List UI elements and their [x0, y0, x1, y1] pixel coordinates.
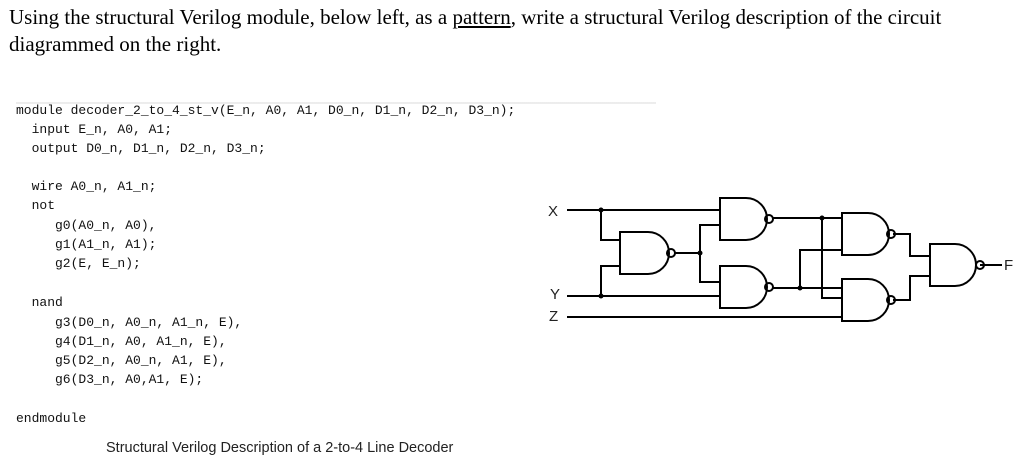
nand-gate-1	[619, 231, 670, 275]
wire-n5-out	[893, 275, 930, 301]
code-line: module decoder_2_to_4_st_v(E_n, A0, A1, …	[16, 103, 516, 118]
nand-bubble-5	[886, 295, 896, 305]
label-z: Z	[549, 308, 558, 325]
nand-bubble-3	[764, 282, 774, 292]
code-line: g6(D3_n, A0,A1, E);	[16, 372, 204, 387]
logic-circuit-diagram: X Y Z F	[548, 197, 1013, 325]
code-line: endmodule	[16, 411, 87, 426]
problem-statement: Using the structural Verilog module, bel…	[9, 4, 1017, 58]
code-line: g0(A0_n, A0),	[16, 218, 157, 233]
junction-dot	[819, 215, 825, 221]
junction-dot	[598, 207, 604, 213]
wire-n4-out	[893, 233, 930, 257]
junction-dot	[697, 250, 703, 256]
nand-gate-5	[841, 278, 890, 322]
code-line: not	[16, 198, 56, 213]
nand-gate-6	[929, 243, 977, 287]
nand-bubble-6	[975, 260, 985, 270]
code-line: g4(D1_n, A0, A1_n, E),	[16, 334, 227, 349]
label-f: F	[1004, 257, 1013, 274]
nand-bubble-2	[764, 214, 774, 224]
problem-text-part1: Using the structural Verilog module, bel…	[9, 5, 453, 29]
wire-x-branch	[600, 210, 620, 241]
figure-caption: Structural Verilog Description of a 2-to…	[106, 440, 454, 456]
code-line: input E_n, A0, A1;	[16, 122, 173, 137]
wire-n3-out	[773, 249, 842, 289]
code-line: output D0_n, D1_n, D2_n, D3_n;	[16, 141, 266, 156]
label-x: X	[548, 203, 558, 220]
wire-y	[567, 265, 620, 297]
wire-n2-feed	[821, 218, 842, 299]
problem-text-part2: , write a structural Verilog description…	[9, 5, 942, 56]
junction-dot	[797, 285, 803, 291]
nand-gate-3	[719, 265, 768, 309]
wire-n1-out	[675, 224, 720, 254]
nand-bubble-4	[886, 229, 896, 239]
pattern-word: pattern	[452, 5, 511, 29]
wire-n1-out-b	[699, 253, 720, 283]
code-line: g1(A1_n, A1);	[16, 237, 157, 252]
label-y: Y	[550, 286, 560, 303]
nand-gate-4	[841, 212, 890, 256]
code-line: nand	[16, 295, 63, 310]
junction-dot	[598, 293, 604, 299]
code-line: g3(D0_n, A0_n, A1_n, E),	[16, 315, 243, 330]
nand-gate-2	[719, 197, 768, 241]
code-line: wire A0_n, A1_n;	[16, 179, 157, 194]
code-line: g2(E, E_n);	[16, 256, 141, 271]
nand-bubble-1	[666, 248, 676, 258]
code-line: g5(D2_n, A0_n, A1, E),	[16, 353, 227, 368]
verilog-code-block: module decoder_2_to_4_st_v(E_n, A0, A1, …	[16, 102, 656, 426]
